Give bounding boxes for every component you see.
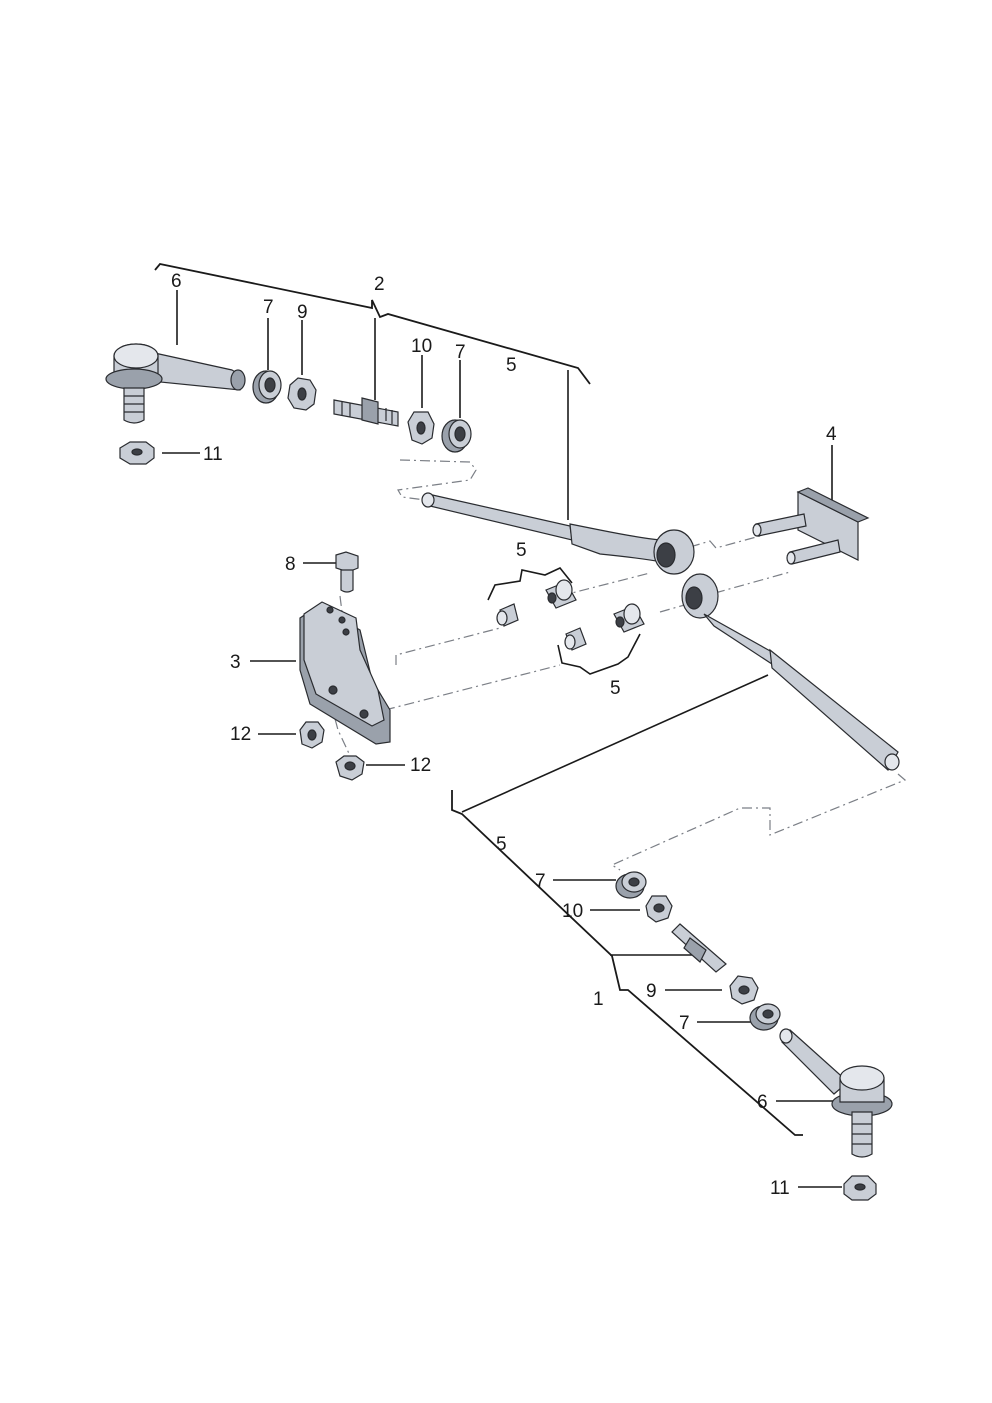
washer-upper-right [441,419,472,453]
callout-12-bottom: 12 [410,755,431,776]
track-rod-lower [681,573,900,771]
nut-12-left [299,721,325,749]
nut-lower-10 [645,895,673,923]
callout-7-upper-left: 7 [263,297,274,318]
nut-12-bottom [335,755,365,781]
tie-rod-end-upper [105,343,246,424]
callout-9-lower: 9 [646,981,657,1002]
bushing-lower-small [564,627,587,651]
phantom-lines [329,459,907,871]
bracket [299,601,391,745]
callout-5-upper: 5 [506,355,517,376]
callout-12-left: 12 [230,724,251,745]
callout-6-upper: 6 [171,271,182,292]
callout-10-lower: 10 [562,901,583,922]
nut-upper-9 [287,377,317,411]
nut-upper-10 [407,411,435,445]
tie-rod-end-lower [779,1028,893,1158]
callout-10-upper: 10 [411,336,432,357]
callout-7-lower-bottom: 7 [679,1013,690,1034]
adjusting-stud-lower [671,923,727,973]
leader-lines [154,263,842,1188]
bushing-upper-small [496,603,519,627]
callout-5-bushing-upper: 5 [516,540,527,561]
adjusting-stud-upper [333,397,399,427]
washer-lower-bottom [749,1003,781,1031]
track-rod-upper [421,492,695,575]
callout-2: 2 [374,274,385,295]
washer-upper-left [252,370,282,404]
callout-11-upper: 11 [203,444,223,465]
callout-7-upper-right: 7 [455,342,466,363]
callout-4: 4 [826,424,837,445]
washer-lower-top [615,871,647,899]
nut-lower-9 [729,975,759,1005]
callout-5-lower: 5 [496,834,507,855]
callout-7-lower-top: 7 [535,871,546,892]
mounting-plate [752,487,870,565]
nut-lower-11 [843,1175,877,1201]
callout-3: 3 [230,652,241,673]
callout-8: 8 [285,554,296,575]
bolt [335,551,359,593]
callout-5-bushing-lower: 5 [610,678,621,699]
callout-9-upper: 9 [297,302,308,323]
callout-labels: 6 7 9 2 10 7 5 11 4 8 5 3 5 12 12 5 7 10… [171,271,837,1199]
callout-11-lower: 11 [770,1178,790,1199]
bushing-upper-large [545,579,577,609]
bushing-lower-large [613,603,645,633]
nut-upper [119,441,155,465]
callout-6-lower: 6 [757,1092,768,1113]
callout-1: 1 [593,989,604,1010]
